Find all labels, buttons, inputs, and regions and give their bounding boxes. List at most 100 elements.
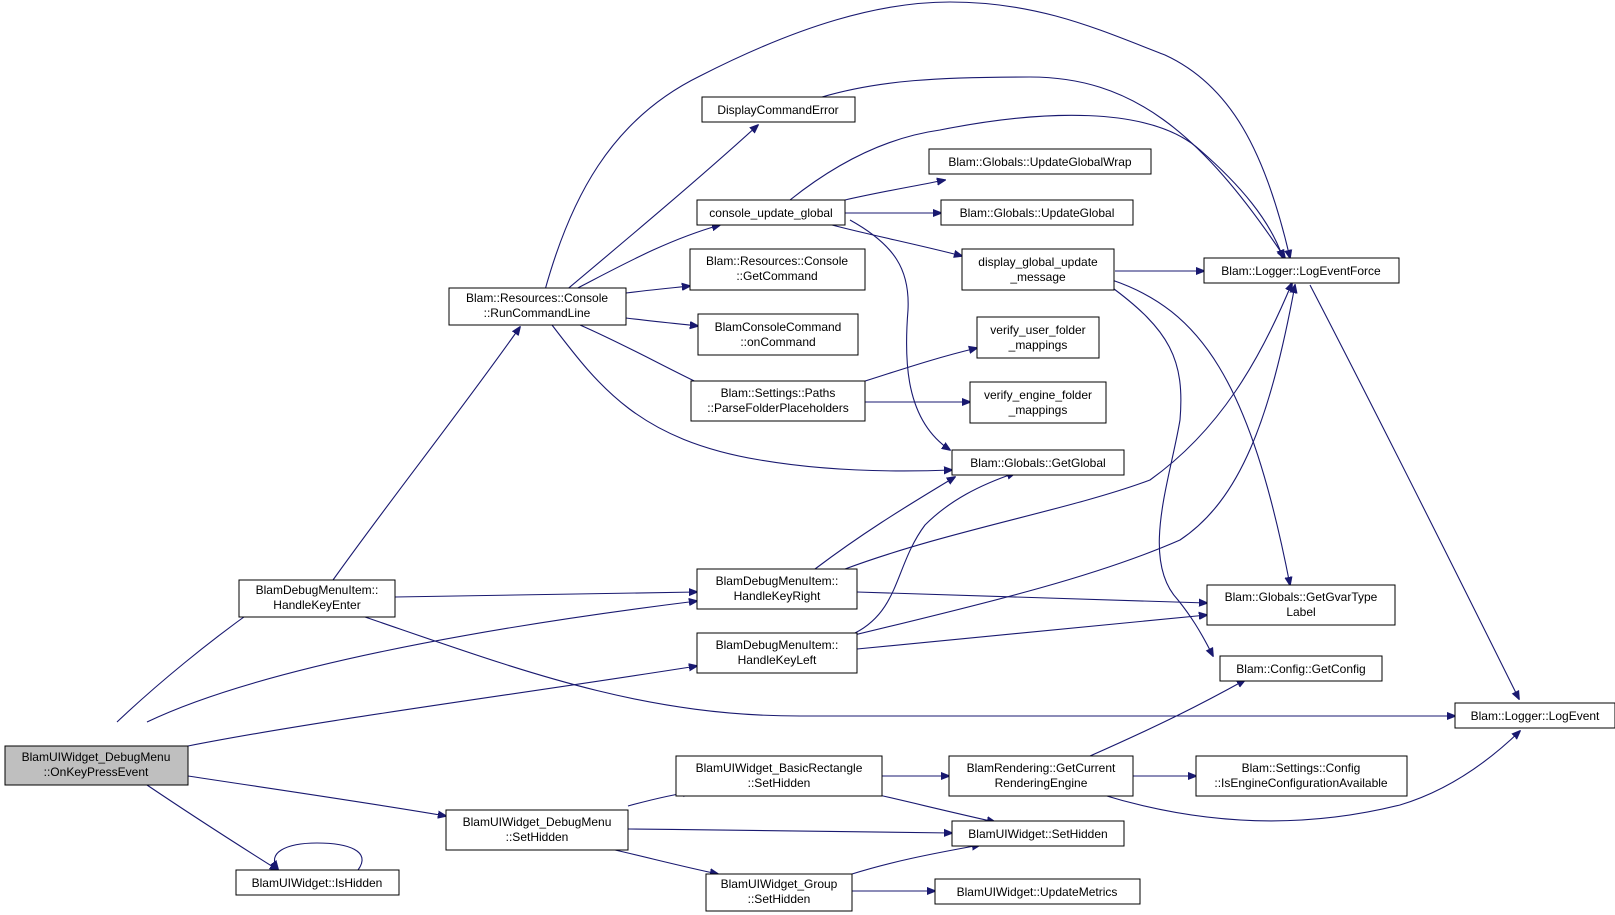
- node-onkeypressevent[interactable]: BlamUIWidget_DebugMenu ::OnKeyPressEvent: [4, 745, 189, 786]
- edge-runcommandline-to-parsefolderplaceholders: [579, 324, 711, 389]
- svg-text:Blam::Resources::Console: Blam::Resources::Console: [706, 254, 848, 268]
- svg-text:Blam::Resources::Console: Blam::Resources::Console: [466, 291, 608, 305]
- edge-handlekeyright-to-getglobal: [814, 477, 955, 570]
- svg-text:_mappings: _mappings: [1008, 403, 1068, 417]
- edge-handlekeyleft-to-logeventforce: [849, 285, 1295, 637]
- node-updateglobalwrap[interactable]: Blam::Globals::UpdateGlobalWrap: [928, 148, 1152, 175]
- edge-root-to-debugmenu-sethidden: [187, 775, 446, 816]
- node-oncommand[interactable]: BlamConsoleCommand ::onCommand: [697, 313, 859, 356]
- svg-text:BlamUIWidget::IsHidden: BlamUIWidget::IsHidden: [252, 876, 383, 890]
- svg-text:HandleKeyEnter: HandleKeyEnter: [273, 598, 360, 612]
- node-updatemetrics[interactable]: BlamUIWidget::UpdateMetrics: [934, 878, 1141, 905]
- node-getconfig[interactable]: Blam::Config::GetConfig: [1219, 655, 1383, 682]
- svg-text:::SetHidden: ::SetHidden: [748, 892, 811, 906]
- node-handlekeyleft[interactable]: BlamDebugMenuItem:: HandleKeyLeft: [696, 632, 858, 674]
- svg-text:verify_engine_folder: verify_engine_folder: [984, 388, 1092, 402]
- node-debugmenu-sethidden[interactable]: BlamUIWidget_DebugMenu ::SetHidden: [445, 809, 629, 851]
- svg-text:Blam::Settings::Config: Blam::Settings::Config: [1242, 761, 1361, 775]
- svg-text:BlamUIWidget::SetHidden: BlamUIWidget::SetHidden: [968, 827, 1107, 841]
- edge-handlekeyleft-to-getglobal: [854, 473, 1015, 634]
- svg-text:BlamUIWidget_Group: BlamUIWidget_Group: [721, 877, 838, 891]
- edge-handlekeyenter-to-runcommandline: [332, 327, 520, 581]
- edge-debugmenu-sethidden-to-group-sethidden: [614, 849, 718, 874]
- node-display-global-update-message[interactable]: display_global_update _message: [961, 248, 1115, 291]
- svg-text:Label: Label: [1286, 605, 1315, 619]
- edge-runcommandline-to-oncommand: [625, 317, 698, 326]
- edge-runcommandline-to-displaycommanderror: [557, 125, 758, 298]
- svg-text:BlamUIWidget_BasicRectangle: BlamUIWidget_BasicRectangle: [696, 761, 863, 775]
- edge-display-global-update-to-getconfig: [1109, 285, 1213, 656]
- edge-basicrectangle-to-widget-sethidden: [869, 792, 995, 822]
- node-ishidden[interactable]: BlamUIWidget::IsHidden: [235, 869, 400, 896]
- node-runcommandline[interactable]: Blam::Resources::Console ::RunCommandLin…: [448, 287, 627, 326]
- svg-text:::GetCommand: ::GetCommand: [736, 269, 817, 283]
- svg-text:HandleKeyLeft: HandleKeyLeft: [738, 653, 817, 667]
- edge-console-update-global-to-display-global-update: [831, 224, 962, 256]
- svg-text:::SetHidden: ::SetHidden: [506, 830, 569, 844]
- svg-text:Blam::Logger::LogEventForce: Blam::Logger::LogEventForce: [1221, 264, 1381, 278]
- node-getgvartypelabel[interactable]: Blam::Globals::GetGvarType Label: [1206, 584, 1396, 626]
- edge-displaycommanderror-to-logeventforce: [821, 76, 1285, 258]
- node-basicrectangle-sethidden[interactable]: BlamUIWidget_BasicRectangle ::SetHidden: [675, 755, 883, 797]
- svg-text:::IsEngineConfigurationAvailab: ::IsEngineConfigurationAvailable: [1214, 776, 1388, 790]
- svg-text:HandleKeyRight: HandleKeyRight: [734, 589, 821, 603]
- edge-handlekeyenter-to-logevent: [364, 616, 1455, 716]
- svg-text:Blam::Logger::LogEvent: Blam::Logger::LogEvent: [1471, 709, 1600, 723]
- svg-text:BlamUIWidget::UpdateMetrics: BlamUIWidget::UpdateMetrics: [957, 885, 1118, 899]
- node-getcommand[interactable]: Blam::Resources::Console ::GetCommand: [689, 248, 866, 291]
- svg-text:display_global_update: display_global_update: [978, 255, 1098, 269]
- edge-runcommandline-to-getcommand: [625, 286, 690, 294]
- edge-display-global-update-to-getgvartype: [1111, 279, 1290, 585]
- svg-text:Blam::Config::GetConfig: Blam::Config::GetConfig: [1236, 662, 1365, 676]
- node-getglobal[interactable]: Blam::Globals::GetGlobal: [951, 449, 1125, 476]
- edge-console-update-global-to-updateglobalwrap: [844, 180, 945, 201]
- node-handlekeyright[interactable]: BlamDebugMenuItem:: HandleKeyRight: [696, 568, 858, 610]
- edge-ishidden-self: [274, 842, 363, 870]
- svg-text:Blam::Globals::GetGlobal: Blam::Globals::GetGlobal: [970, 456, 1105, 470]
- svg-text:::SetHidden: ::SetHidden: [748, 776, 811, 790]
- edge-root-to-handlekeyleft: [187, 666, 697, 747]
- node-handlekeyenter[interactable]: BlamDebugMenuItem:: HandleKeyEnter: [238, 579, 396, 618]
- node-logeventforce[interactable]: Blam::Logger::LogEventForce: [1203, 257, 1400, 284]
- node-displaycommanderror[interactable]: DisplayCommandError: [701, 96, 856, 123]
- edge-console-update-global-to-logeventforce: [789, 114, 1283, 258]
- edge-handlekeyright-to-logeventforce: [844, 283, 1292, 570]
- svg-text:RenderingEngine: RenderingEngine: [995, 776, 1088, 790]
- edge-handlekeyright-to-getgvartype: [856, 591, 1207, 603]
- node-verify-engine-folder-mappings[interactable]: verify_engine_folder _mappings: [969, 381, 1107, 424]
- edge-logeventforce-to-logevent: [1309, 284, 1519, 699]
- svg-text:verify_user_folder: verify_user_folder: [990, 323, 1085, 337]
- node-updateglobal[interactable]: Blam::Globals::UpdateGlobal: [940, 199, 1134, 226]
- edge-getcurrentrendering-to-logevent: [1099, 731, 1520, 822]
- edge-group-sethidden-to-widget-sethidden: [851, 845, 980, 875]
- node-getcurrentrenderingengine[interactable]: BlamRendering::GetCurrent RenderingEngin…: [948, 755, 1134, 797]
- edge-parsefolder-to-verify-user-folder: [861, 348, 977, 383]
- svg-text:BlamDebugMenuItem::: BlamDebugMenuItem::: [256, 583, 379, 597]
- svg-text:BlamDebugMenuItem::: BlamDebugMenuItem::: [716, 638, 839, 652]
- svg-text:::ParseFolderPlaceholders: ::ParseFolderPlaceholders: [707, 401, 848, 415]
- svg-text:::OnKeyPressEvent: ::OnKeyPressEvent: [44, 765, 149, 779]
- edge-runcommandline-to-getglobal: [551, 324, 952, 471]
- node-parsefolderplaceholders[interactable]: Blam::Settings::Paths ::ParseFolderPlace…: [690, 380, 866, 422]
- svg-text:BlamUIWidget_DebugMenu: BlamUIWidget_DebugMenu: [22, 750, 171, 764]
- svg-text:BlamUIWidget_DebugMenu: BlamUIWidget_DebugMenu: [463, 815, 612, 829]
- svg-text:console_update_global: console_update_global: [709, 206, 832, 220]
- svg-text:BlamDebugMenuItem::: BlamDebugMenuItem::: [716, 574, 839, 588]
- svg-text:Blam::Globals::UpdateGlobalWra: Blam::Globals::UpdateGlobalWrap: [948, 155, 1132, 169]
- edge-runcommandline-to-logeventforce: [544, 1, 1290, 291]
- node-group-sethidden[interactable]: BlamUIWidget_Group ::SetHidden: [705, 873, 853, 912]
- node-console-update-global[interactable]: console_update_global: [696, 199, 846, 226]
- node-verify-user-folder-mappings[interactable]: verify_user_folder _mappings: [976, 316, 1100, 359]
- svg-text:Blam::Globals::UpdateGlobal: Blam::Globals::UpdateGlobal: [960, 206, 1115, 220]
- svg-text:BlamRendering::GetCurrent: BlamRendering::GetCurrent: [967, 761, 1116, 775]
- svg-text:Blam::Globals::GetGvarType: Blam::Globals::GetGvarType: [1225, 590, 1378, 604]
- node-logevent[interactable]: Blam::Logger::LogEvent: [1454, 702, 1615, 729]
- node-isengineconfigurationavailable[interactable]: Blam::Settings::Config ::IsEngineConfigu…: [1195, 755, 1408, 797]
- node-widget-sethidden[interactable]: BlamUIWidget::SetHidden: [951, 820, 1125, 847]
- edge-handlekeyleft-to-getgvartype: [856, 615, 1207, 650]
- edge-root-to-handlekeyright: [146, 601, 697, 723]
- svg-text:::RunCommandLine: ::RunCommandLine: [484, 306, 591, 320]
- edge-getcurrentrendering-to-getconfig: [1089, 680, 1245, 757]
- svg-text:_message: _message: [1009, 270, 1066, 284]
